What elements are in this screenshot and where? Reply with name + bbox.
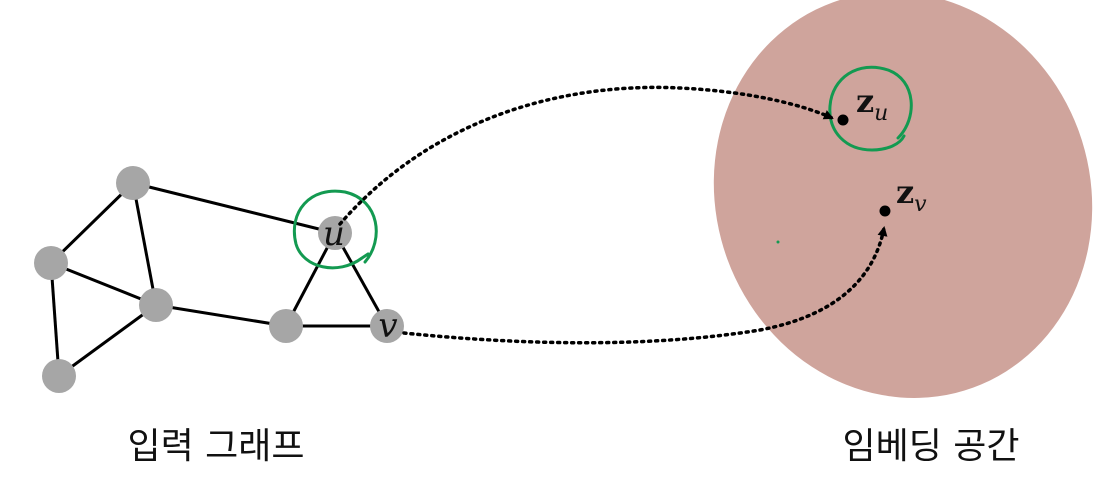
edge — [50, 261, 157, 307]
embedding-label-zv: zv — [896, 173, 927, 217]
embedding-space-region — [713, 0, 1093, 398]
embedding-point-zu — [837, 114, 849, 126]
edge — [58, 303, 157, 378]
edge — [284, 232, 337, 327]
edge — [132, 181, 336, 235]
graph-node — [139, 288, 173, 322]
zv-sub: v — [914, 192, 927, 217]
node-v-label: v — [378, 306, 397, 346]
mapping-arrow-u — [338, 85, 834, 226]
graph-node — [269, 309, 303, 343]
node-u-label: u — [323, 214, 345, 254]
graph-node — [34, 246, 68, 280]
highlight-circle-u — [293, 189, 378, 270]
graph-node-v — [370, 309, 404, 343]
edge — [49, 262, 61, 377]
graph-nodes — [34, 166, 404, 393]
zu-sub: u — [874, 101, 888, 126]
edge — [131, 182, 158, 306]
graph-edges — [49, 181, 389, 378]
embedding-point-zv — [879, 205, 891, 217]
graph-node — [116, 166, 150, 200]
green-speck — [776, 240, 780, 244]
edge — [155, 303, 287, 328]
mapping-arrow-v — [402, 226, 888, 345]
embedding-label-zu: zu — [856, 82, 888, 126]
zv-base: z — [896, 173, 914, 211]
edge — [333, 232, 389, 327]
highlight-circle-zu — [828, 65, 913, 152]
graph-node — [42, 359, 76, 393]
zu-base: z — [856, 82, 874, 120]
edge — [49, 181, 135, 265]
input-graph-caption: 입력 그래프 — [127, 426, 304, 467]
embedding-space-caption: 임베딩 공간 — [842, 426, 1019, 467]
graph-node-u — [318, 216, 352, 250]
